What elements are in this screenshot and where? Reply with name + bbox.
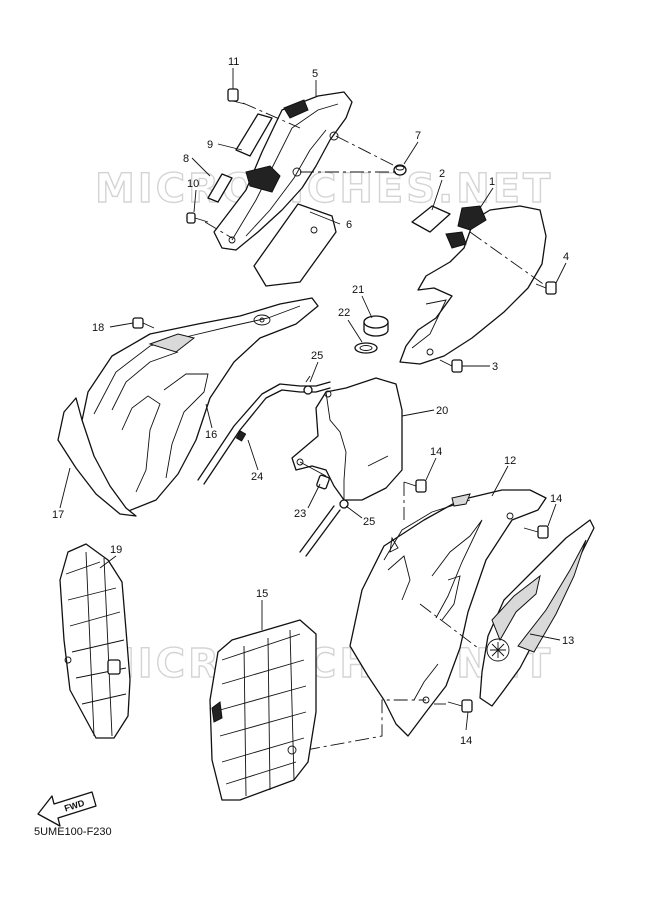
part-14-bolt-upper [403,479,427,493]
part-15-radiator-guard [209,619,317,801]
part-20-tank [291,377,403,501]
callout-2: 2 [439,168,445,180]
callout-labels: 11 5 9 8 10 7 2 1 6 4 3 21 22 18 25 20 1… [52,56,574,747]
part-6-sheet [253,203,337,287]
part-16-shroud [79,297,319,513]
callout-18: 18 [92,322,104,334]
part-12-side-cover [349,489,547,737]
part-19-radiator-guard [59,543,131,739]
callout-24: 24 [251,471,263,483]
drain-hose [299,505,341,557]
part-25-clamp-upper [303,375,313,395]
part-21-cap [363,315,389,337]
callout-19: 19 [110,544,122,556]
part-1-clip-lower [445,231,467,249]
callout-5: 5 [312,68,318,80]
callout-9: 9 [207,139,213,151]
callout-6: 6 [346,219,352,231]
callout-22: 22 [338,307,350,319]
part-8-pad [207,173,233,203]
callout-20: 20 [436,405,448,417]
part-22-seal [354,342,378,354]
watermark-top: MICROFICHES.NET [95,166,553,212]
callout-23: 23 [294,508,306,520]
callout-14-lower: 14 [460,735,472,747]
callout-25-upper: 25 [311,350,323,362]
callout-15: 15 [256,588,268,600]
part-2-pad [411,205,451,233]
callout-8: 8 [183,153,189,165]
callout-12: 12 [504,455,516,467]
part-1-number-plate [399,205,547,365]
part-17-side-panel [57,397,137,517]
callout-21: 21 [352,284,364,296]
fwd-arrow-icon: FWD [37,791,97,827]
part-14-bolt-lower [447,699,473,713]
callout-16: 16 [205,429,217,441]
part-10-bolt [186,212,209,224]
part-1-clip [457,205,487,231]
part-13-graphic [479,519,595,707]
leader-lines [59,68,567,731]
callout-14-upper: 14 [430,446,442,458]
part-3-bolt [439,359,463,373]
part-18-bolt [132,317,155,329]
callout-10: 10 [187,178,199,190]
callout-11: 11 [228,56,239,68]
part-24-hose [197,381,331,485]
part-23-bolt [299,461,330,490]
watermark-bottom: MICROFICHES.NET [95,641,553,687]
callout-13: 13 [562,635,574,647]
part-9-pad [235,113,273,157]
part-7-grommet [393,164,407,176]
callout-4: 4 [563,251,569,263]
callout-25-lower: 25 [363,516,375,528]
diagram-code: 5UME100-F230 [34,826,112,838]
part-11-bolt [227,88,246,105]
part-14-bolt-right [523,525,549,539]
callout-14-right: 14 [550,493,562,505]
part-8-block [245,165,281,193]
callout-7: 7 [415,130,421,142]
callout-17: 17 [52,509,64,521]
callout-1: 1 [489,176,495,188]
part-4-bolt [535,281,557,295]
callout-3: 3 [492,361,498,373]
